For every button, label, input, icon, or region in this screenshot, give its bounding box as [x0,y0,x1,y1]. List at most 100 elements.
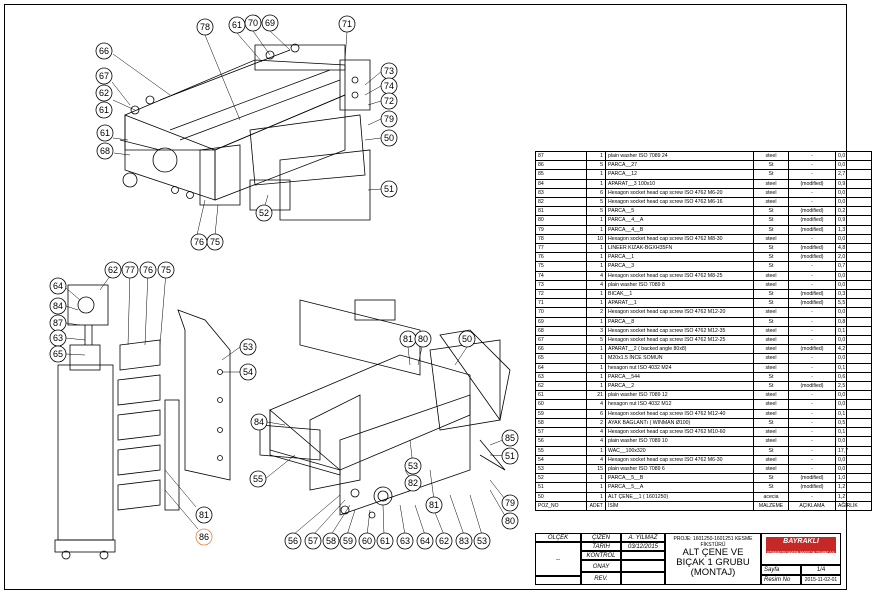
bom-cell-agirlik: 0,0 [835,187,872,199]
svg-text:87: 87 [53,318,63,328]
balloon: 64 [49,277,67,295]
balloon: 61 [376,532,394,550]
onay-label: ONAY [581,560,621,572]
svg-text:73: 73 [384,66,394,76]
bom-cell-adet: 1 [586,316,606,327]
balloon: 63 [49,329,67,347]
bom-cell-poz-no: 60 [535,399,587,410]
balloon: 66 [95,42,113,60]
bom-cell-agirlik: 0,9 [835,215,872,226]
bom-cell-malzeme: St [753,160,789,171]
svg-text:74: 74 [384,81,394,91]
svg-text:70: 70 [248,18,258,28]
bom-cell-aciklama: - [788,445,836,456]
bom-cell-isim: PARCA__4__A [605,215,754,226]
bom-cell-aciklama: - [788,454,836,465]
title-cell: PROJE: 1601250-1601251 KESME FİKSTÜRÜ AL… [665,533,761,585]
bom-cell-poz-no: 51 [535,482,587,493]
balloon: 54 [239,363,257,381]
svg-text:81: 81 [199,510,209,520]
svg-text:75: 75 [210,237,220,247]
bom-cell-isim: PARCA__1 [605,252,754,263]
bom-cell-isim: PARCA__8 [605,316,754,327]
balloon: 79 [380,110,398,128]
svg-text:66: 66 [99,46,109,56]
svg-text:53: 53 [408,461,418,471]
bom-cell-isim: PARCA__5__B [605,473,754,484]
balloon: 70 [244,14,262,32]
bom-cell-poz-no: 87 [535,150,587,162]
bom-cell-poz-no: 65 [535,353,587,364]
bottom-assembly-view [259,299,511,519]
bom-cell-poz-no: 59 [535,408,587,419]
bom-cell-isim: Hexagon socket head cap screw ISO 4762 M… [605,270,754,281]
bom-cell-agirlik: 0,1 [835,408,872,419]
svg-text:85: 85 [505,433,515,443]
bom-cell-agirlik: 2,5 [835,381,872,392]
balloon: 64 [416,532,434,550]
bom-cell-malzeme: steel [753,150,789,162]
svg-text:55: 55 [253,474,263,484]
bom-cell-adet: 1 [586,491,606,502]
bom-cell-aciklama: (modified) [788,298,836,309]
bom-cell-isim: Hexagon socket head cap screw ISO 4762 M… [605,427,754,438]
svg-text:53: 53 [243,342,253,352]
balloon: 81 [195,506,213,524]
bom-cell-agirlik: 0,0 [835,279,872,291]
bom-cell-malzeme: St [753,252,789,263]
top-assembly-view [119,43,371,221]
bom-cell-adet: 1 [586,261,606,272]
bom-cell-agirlik: 0,1 [835,427,872,438]
balloon: 85 [501,429,519,447]
bom-cell-agirlik: 4,2 [835,344,872,355]
bom-cell-adet: 1 [586,150,606,162]
bom-cell-malzeme: steel [753,463,789,475]
bom-cell-agirlik: 17,7 [835,445,872,456]
bom-cell-adet: 1 [586,445,606,456]
bom-cell-isim: Hexagon socket head cap screw ISO 4762 M… [605,325,754,337]
balloon: 72 [380,92,398,110]
balloon: 83 [455,532,473,550]
bom-cell-malzeme: steel [753,197,789,208]
bom-cell-adet: 5 [586,206,606,217]
bom-cell-isim: APARAT__3 100x10 [605,178,754,189]
bom-cell-poz-no: 84 [535,178,587,189]
svg-text:51: 51 [384,184,394,194]
bom-cell-aciklama: - [788,463,836,475]
bom-cell-malzeme: St [753,445,789,456]
bom-cell-isim: PARCA__2 [605,381,754,392]
bom-cell-malzeme: St [753,169,789,180]
svg-text:79: 79 [384,114,394,124]
bom-cell-isim: Hexagon socket head cap screw ISO 4762 M… [605,454,754,465]
balloon: 58 [322,532,340,550]
bom-cell-agirlik: 0,0 [835,399,872,410]
tarih-label: TARİH [581,542,621,551]
bom-cell-adet: 4 [586,427,606,438]
bom-cell-adet: 6 [586,187,606,199]
bom-cell-agirlik: 0,2 [835,206,872,217]
bom-cell-adet: 1 [586,215,606,226]
logo-cell: BAYRAKLI OTOMASYON MAKİNE SANAYİ VE TİCA… [761,533,841,565]
bom-cell-aciklama: - [788,491,836,502]
bom-cell-poz-no: 70 [535,307,587,318]
bom-cell-isim: Hexagon socket head cap screw ISO 4762 M… [605,307,754,318]
logo-text: BAYRAKLI [783,538,819,545]
bom-cell-poz-no: 75 [535,261,587,272]
bom-cell-adet: 1 [586,252,606,263]
title-line3: (MONTAJ) [690,567,736,578]
bom-cell-poz-no: 78 [535,233,587,245]
bom-cell-malzeme: steel [753,335,789,346]
bom-cell-malzeme: St [753,473,789,484]
